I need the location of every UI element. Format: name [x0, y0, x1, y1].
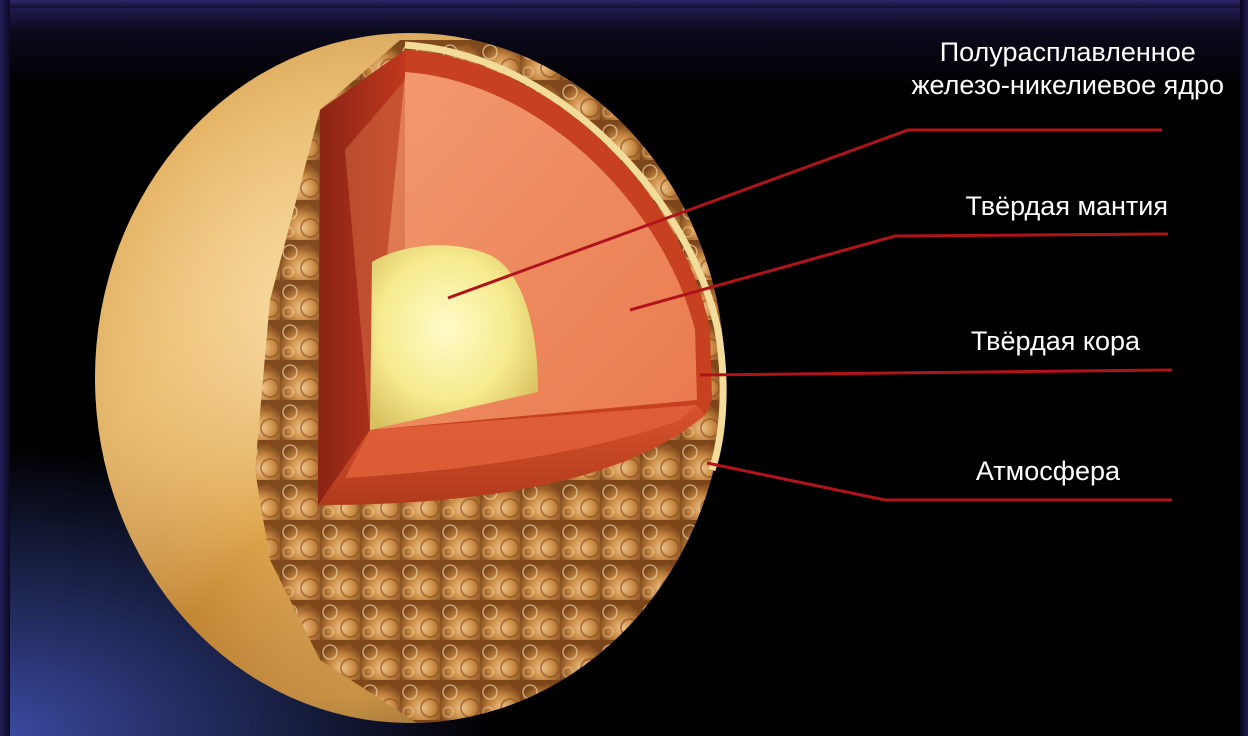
label-atmosphere: Атмосфера [976, 455, 1120, 488]
label-core-line2: железо-никелиевое ядро [911, 69, 1224, 102]
leader-line-crust [700, 370, 1172, 375]
label-crust: Твёрдая кора [971, 325, 1140, 358]
label-core-line1: Полурасплавленное [911, 36, 1224, 69]
label-core: Полурасплавленное железо-никелиевое ядро [911, 36, 1224, 102]
label-mantle: Твёрдая мантия [965, 190, 1168, 223]
